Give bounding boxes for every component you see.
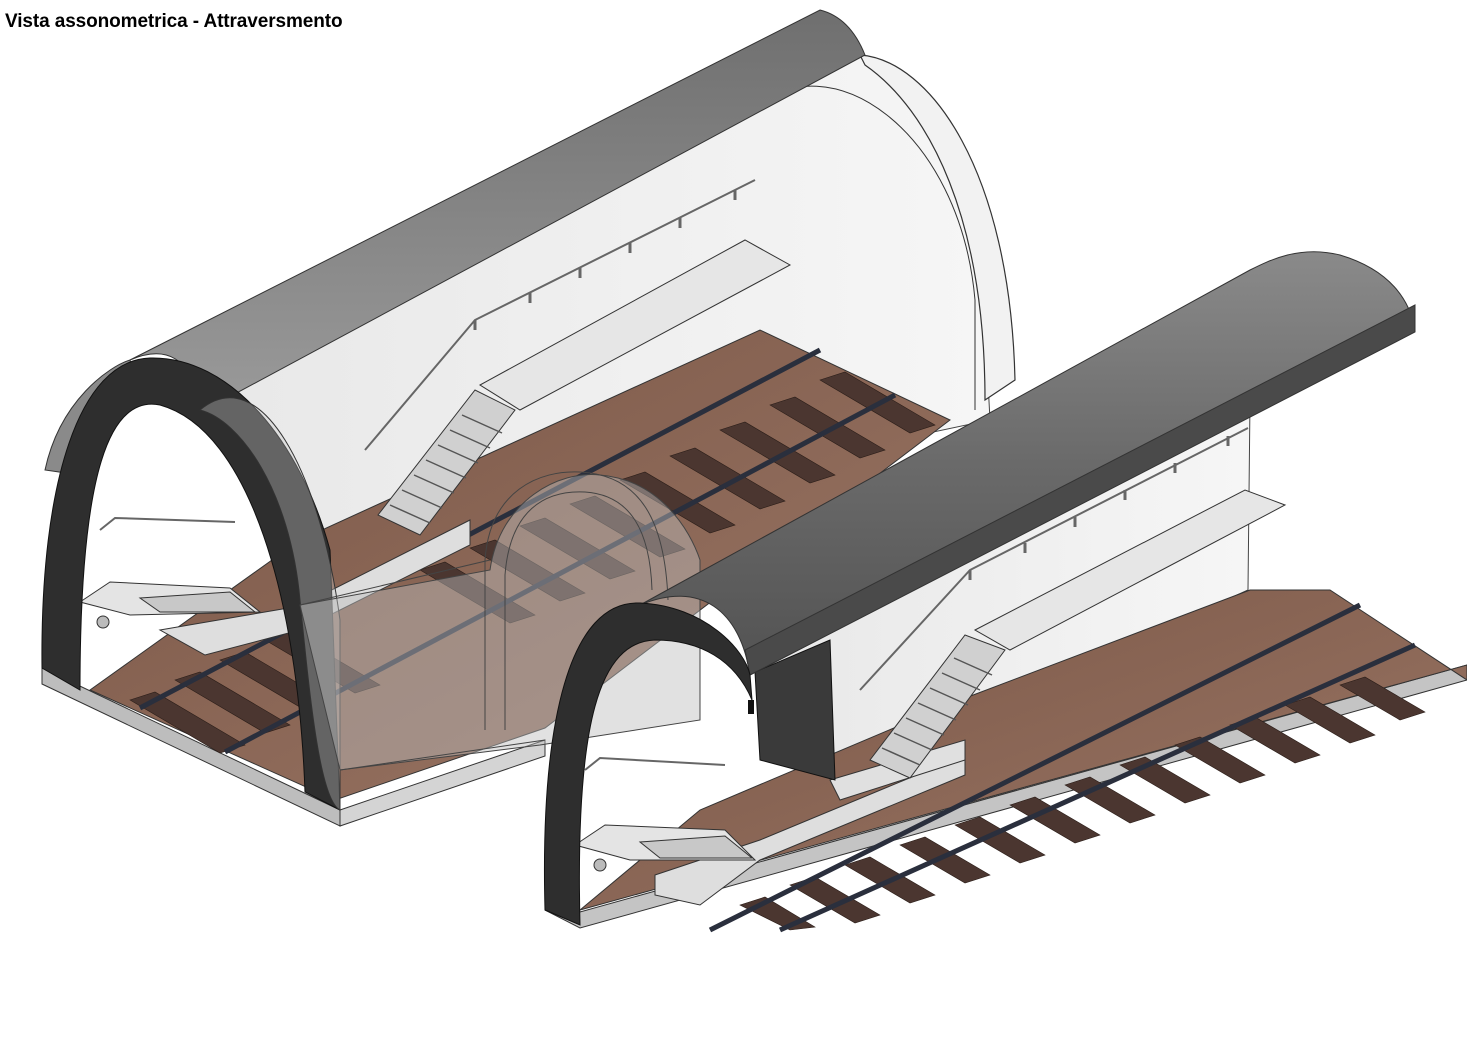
right-stair-icon: [869, 634, 1006, 779]
left-stair-icon: [377, 389, 516, 536]
right-track: [708, 602, 1426, 933]
right-portal-stair-icon: [573, 824, 757, 872]
right-vault-shell: [639, 251, 1416, 676]
right-tunnel: [544, 251, 1467, 933]
cross-passage: [299, 471, 701, 771]
left-upper-shelf: [479, 239, 792, 411]
left-transparent-section: [198, 397, 341, 811]
left-track: [129, 347, 936, 755]
right-platform: [654, 754, 966, 906]
right-portal-lining: [544, 602, 753, 926]
right-doorway: [754, 639, 836, 781]
left-far-face: [858, 54, 1016, 402]
right-upper-shelf: [973, 489, 1287, 651]
left-handrail-icon: [99, 179, 756, 531]
right-handrail-icon: [584, 427, 1249, 771]
page-title: Vista assonometrica - Attraversmento: [5, 11, 343, 32]
left-base-slab-side: [339, 739, 546, 827]
left-portal-lining: [41, 357, 341, 811]
left-portal-stair-icon: [78, 581, 262, 629]
left-tunnel: [41, 9, 1016, 827]
